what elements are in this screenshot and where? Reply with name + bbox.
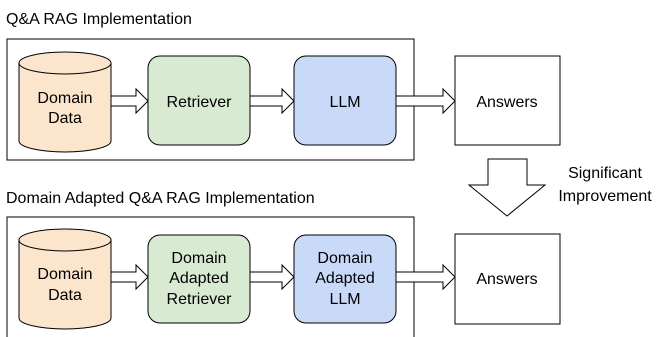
bottom-retriever-label-line2: Adapted [169, 270, 229, 287]
bottom-llm-label-line1: Domain [317, 250, 372, 267]
top-arrow-retriever-to-llm [249, 87, 295, 115]
bottom-llm-label-line3: LLM [329, 291, 360, 308]
improvement-label-line2: Improvement [558, 188, 652, 205]
bottom-arrow-retriever-to-llm [249, 263, 295, 291]
bottom-domain-data-label-line1: Domain [37, 266, 92, 283]
bottom-arrow-llm-to-answers [395, 263, 456, 291]
top-answers-box [454, 55, 561, 146]
top-arrow-llm-to-answers [395, 87, 456, 115]
top-answers-label: Answers [476, 94, 537, 111]
top-domain-data-label-line1: Domain [37, 90, 92, 107]
bottom-answers-label: Answers [476, 271, 537, 288]
bottom-domain-data-cylinder: Domain Data [18, 228, 112, 330]
bottom-domain-data-label-line2: Data [48, 287, 82, 304]
top-domain-data-cylinder: Domain Data [18, 51, 112, 153]
bottom-retriever-label-line1: Domain [171, 250, 226, 267]
improvement-down-arrow [467, 158, 547, 217]
top-section-title: Q&A RAG Implementation [6, 11, 192, 28]
bottom-arrow-data-to-retriever [110, 263, 149, 291]
top-domain-data-label-line2: Data [48, 110, 82, 127]
bottom-llm-label-line2: Adapted [315, 270, 375, 287]
bottom-answers-box [454, 233, 561, 325]
improvement-label-line1: Significant [568, 165, 642, 182]
top-retriever-label: Retriever [167, 94, 233, 111]
top-arrow-data-to-retriever [110, 87, 149, 115]
top-llm-label: LLM [329, 94, 360, 111]
bottom-retriever-label-line3: Retriever [167, 291, 233, 308]
bottom-section-title: Domain Adapted Q&A RAG Implementation [6, 190, 315, 207]
